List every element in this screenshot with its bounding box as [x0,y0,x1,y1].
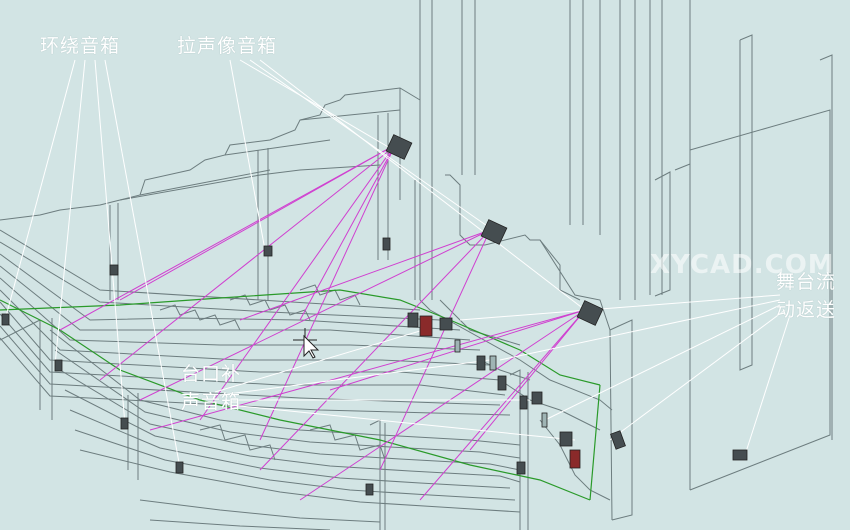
speaker-fill-14 [516,461,526,475]
speaker-surround-7 [382,237,391,251]
speaker-fill-1 [407,312,419,328]
leader-lines [4,59,791,469]
speaker-fill-2 [419,315,433,337]
speaker-fill-6 [489,355,497,371]
speaker-pull-image-3 [576,300,604,326]
speaker-fill-10 [541,412,548,428]
label-proscenium-fill-line1: 台口补 [181,363,242,385]
label-proscenium-fill-line2: 声音箱 [181,391,242,413]
move-cursor-icon [293,328,320,359]
speaker-fill-4 [454,339,461,353]
speaker-fill-5 [476,355,486,371]
lower-side-walls [0,318,139,480]
speaker-stage-return [732,449,748,461]
speaker-fill-9 [531,391,543,405]
label-pull-image-speakers: 拉声像音箱 [177,35,278,57]
speaker-surround-4 [175,461,184,474]
label-stage-return-line2: 动返送 [776,299,837,321]
coverage-lines [59,144,586,501]
speaker-fill-8 [519,395,528,410]
speaker-surround-5 [109,264,119,276]
speaker-pull-image-2 [480,219,508,245]
speaker-surround-2 [54,359,63,372]
boundary-lines [0,289,601,501]
speaker-surround-8 [365,483,374,496]
stage-tower [419,0,833,491]
speaker-surround-6 [263,245,273,257]
speaker-pull-image-1 [385,134,413,160]
speaker-fill-7 [497,375,507,391]
speakers [1,134,748,496]
speaker-fill-12 [569,449,581,469]
speaker-surround-3 [120,417,129,430]
speaker-fill-13 [610,430,626,450]
speaker-fill-3 [439,317,453,331]
label-surround-speakers: 环绕音箱 [40,35,121,57]
speaker-surround-1 [1,313,10,326]
speaker-fill-11 [559,431,573,447]
watermark: XYCAD.COM [650,250,835,280]
label-stage-return-line1: 舞台流 [776,271,837,293]
